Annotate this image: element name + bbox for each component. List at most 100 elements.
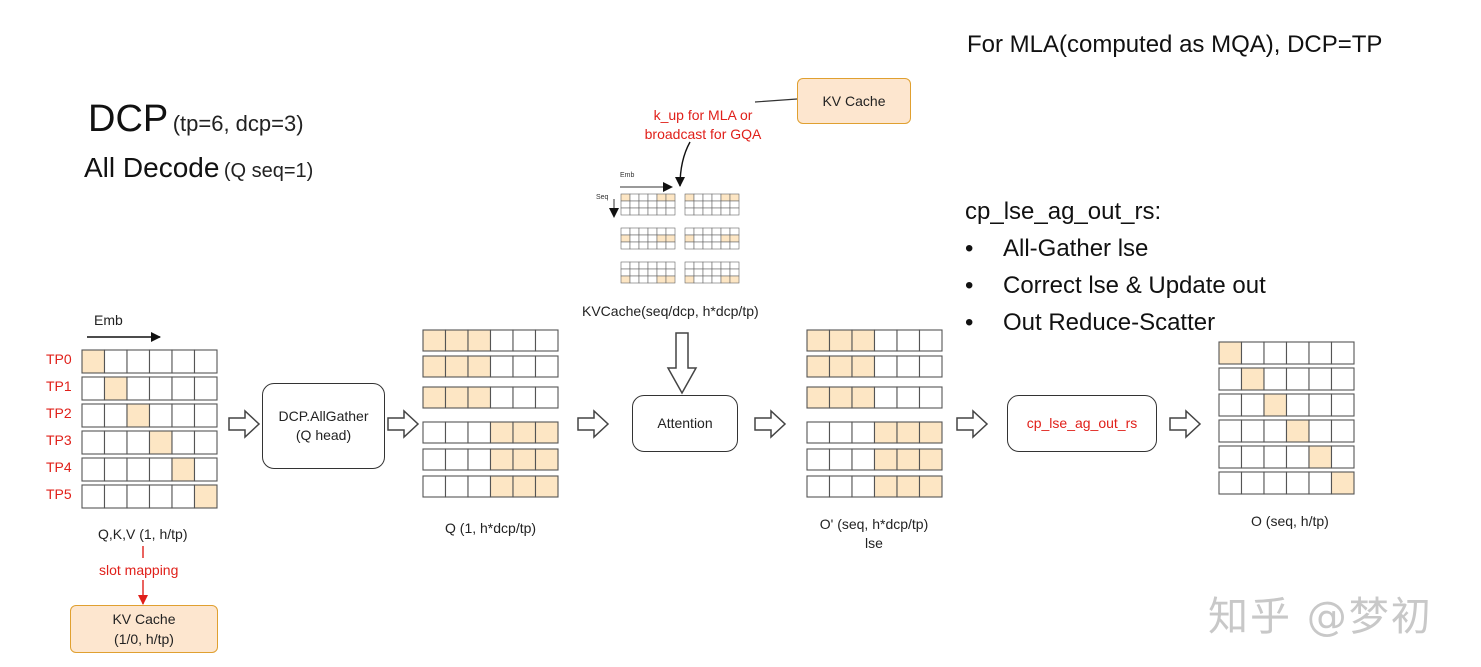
grid-cell: [1330, 471, 1355, 495]
tp-label: TP1: [46, 378, 72, 394]
mini-cell: [684, 234, 695, 243]
kvcache-mini-grid: [620, 227, 676, 250]
mini-cell: [629, 268, 640, 277]
grid-cell: [193, 484, 218, 509]
mini-cell: [638, 261, 649, 270]
grid-cell: [873, 355, 898, 378]
grid-cell: [489, 475, 514, 498]
grid-cell: [489, 448, 514, 471]
grid-cell: [1263, 393, 1288, 417]
grid-cell: [851, 448, 876, 471]
procedure-step: Out Reduce-Scatter: [965, 304, 1266, 341]
title-main: DCP: [88, 98, 169, 140]
mini-cell: [665, 207, 676, 216]
mini-cell: [656, 207, 667, 216]
grid-cell: [1285, 341, 1310, 365]
mini-cell: [620, 207, 631, 216]
mini-cell: [638, 200, 649, 209]
mini-cell: [684, 275, 695, 284]
grid-cell: [873, 421, 898, 444]
grid-cell: [126, 484, 151, 509]
grid-cell: [806, 475, 831, 498]
grid-cell: [126, 457, 151, 482]
grid-cell: [828, 475, 853, 498]
mini-cell: [665, 268, 676, 277]
o-prime-caption: O' (seq, h*dcp/tp): [819, 516, 929, 532]
grid-cell: [828, 448, 853, 471]
grid-cell: [1330, 419, 1355, 443]
grid-cell: [1218, 419, 1243, 443]
mini-cell: [711, 268, 722, 277]
grid-cell: [918, 386, 943, 409]
mini-cell: [684, 193, 695, 202]
mini-cell: [711, 227, 722, 236]
kv-cache-connector: [754, 98, 798, 103]
grid-cell: [193, 430, 218, 455]
mini-cell: [620, 200, 631, 209]
grid-cell: [103, 376, 128, 401]
grid-cell: [1330, 393, 1355, 417]
grid-cell: [103, 349, 128, 374]
mini-cell: [656, 234, 667, 243]
allgather-box: DCP.AllGather (Q head): [262, 383, 385, 469]
grid-cell: [896, 475, 921, 498]
grid-cell: [467, 448, 492, 471]
mini-cell: [711, 193, 722, 202]
mini-cell: [693, 268, 704, 277]
grid-cell: [193, 403, 218, 428]
grid-cell: [534, 421, 559, 444]
grid-cell: [873, 448, 898, 471]
grid-cell: [828, 421, 853, 444]
q-caption: Q (1, h*dcp/tp): [445, 520, 537, 536]
mini-cell: [656, 275, 667, 284]
mini-cell: [711, 275, 722, 284]
grid-cell: [918, 355, 943, 378]
mini-cell: [656, 200, 667, 209]
grid-cell: [534, 475, 559, 498]
mini-cell: [720, 200, 731, 209]
kup-arrow: [675, 141, 691, 187]
mini-cell: [729, 241, 740, 250]
grid-cell: [1263, 419, 1288, 443]
mini-cell: [729, 268, 740, 277]
grid-cell: [512, 448, 537, 471]
cp-lse-box: cp_lse_ag_out_rs: [1007, 395, 1157, 452]
grid-cell: [873, 329, 898, 352]
grid-cell: [512, 329, 537, 352]
grid-cell: [806, 386, 831, 409]
mini-cell: [656, 241, 667, 250]
mini-cell: [702, 227, 713, 236]
kup-label: k_up for MLA or broadcast for GQA: [628, 106, 778, 144]
grid-cell: [1218, 393, 1243, 417]
mini-cell: [620, 193, 631, 202]
kvcache-mini-grid: [620, 261, 676, 284]
grid-cell: [444, 475, 469, 498]
grid-cell: [918, 475, 943, 498]
allgather-line2: (Q head): [295, 427, 352, 443]
grid-cell: [1308, 367, 1333, 391]
mini-cell: [720, 207, 731, 216]
grid-cell: [806, 329, 831, 352]
title-params: (tp=6, dcp=3): [172, 111, 304, 136]
o-prime-grid: [806, 329, 943, 498]
mini-cell: [720, 234, 731, 243]
mini-cell: [629, 227, 640, 236]
mini-cell: [702, 261, 713, 270]
grid-cell: [467, 329, 492, 352]
mini-cell: [629, 207, 640, 216]
mini-cell: [702, 200, 713, 209]
mini-cell: [693, 200, 704, 209]
lse-caption: lse: [865, 535, 883, 551]
mini-cell: [729, 227, 740, 236]
mini-cell: [729, 261, 740, 270]
kvcache-mini-grid: [684, 193, 740, 216]
tp-label: TP4: [46, 459, 72, 475]
mini-cell: [684, 227, 695, 236]
mini-cell: [638, 268, 649, 277]
grid-cell: [126, 349, 151, 374]
o-grid: [1218, 341, 1355, 495]
grid-cell: [1240, 471, 1265, 495]
grid-cell: [851, 355, 876, 378]
grid-cell: [1308, 445, 1333, 469]
mini-cell: [693, 227, 704, 236]
